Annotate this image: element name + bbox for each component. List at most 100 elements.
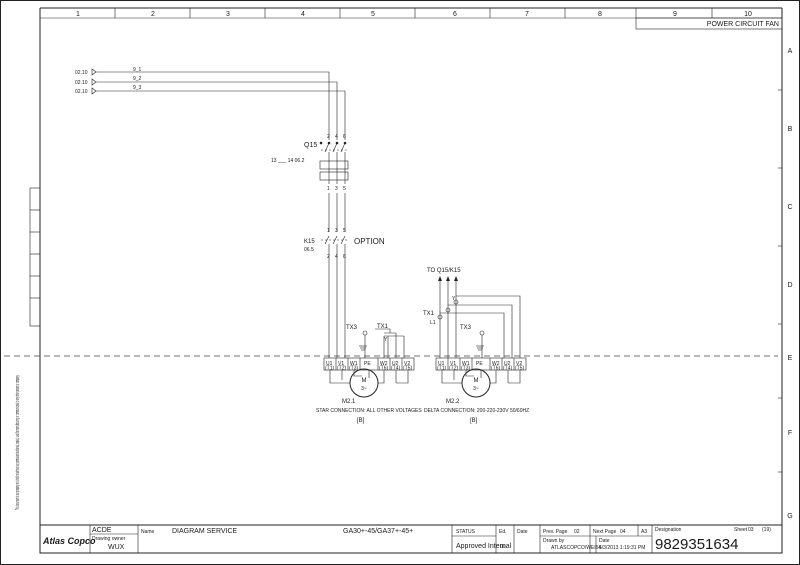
m1-term-pe: PE [364, 361, 371, 367]
m1-sub-t3: (T3) [349, 366, 359, 372]
col-label-3: 3 [226, 11, 230, 18]
tb-ed-label: Ed. [499, 529, 507, 535]
m2-sub-t1: (T1) [437, 366, 447, 372]
m1-tx1-y: Y [384, 337, 388, 343]
tb-prev: 02 [574, 529, 580, 535]
k15-bottom-3: 6 [343, 254, 346, 260]
m1-sub-t4: (T4) [391, 366, 401, 372]
m2-term-w1: W1 [462, 361, 470, 367]
row-label-a: A [788, 48, 793, 55]
m2-sub-t3: (T3) [461, 366, 471, 372]
q15-top-2: 4 [335, 134, 338, 140]
ref-line-1: 02.10 [75, 70, 88, 76]
tb-status: Approved Internal [456, 543, 512, 550]
arrow-tag-1 [91, 68, 97, 76]
m1-sub-t2: (T2) [337, 366, 347, 372]
incoming-wires: 02.10 02.10 02.10 9_1 9_2 9_3 [75, 67, 346, 140]
tb-sheet-total: (19) [762, 527, 771, 533]
wire-label-2: 9_2 [133, 76, 142, 82]
m1-term-w1: W1 [350, 361, 358, 367]
m1-tx1: TX1 [377, 324, 389, 330]
option-label: OPTION [354, 237, 385, 246]
arrow-tag-3 [91, 87, 97, 95]
revision-grid [29, 187, 41, 327]
m2-term-w2: W2 [492, 361, 500, 367]
arrow-tag-2 [91, 78, 97, 86]
tb-date2-label: Date [599, 538, 610, 544]
col-label-8: 8 [598, 11, 602, 18]
m2-y: Y [452, 296, 456, 302]
col-label-1: 1 [76, 11, 80, 18]
tb-size: A3 [641, 529, 647, 535]
m1-sub-t6: (T6) [379, 366, 389, 372]
q15-bottom-2: 3 [335, 186, 338, 192]
m2-tx1: TX1 [423, 311, 435, 317]
ref-line-3: 02.10 [75, 89, 88, 95]
tb-sheet: 03 [748, 527, 754, 533]
tb-next: 04 [620, 529, 626, 535]
q15-top-3: 6 [343, 134, 346, 140]
row-label-g: G [787, 513, 792, 520]
confidentiality-note: This document is our property and shall … [15, 375, 21, 510]
q15-thermal-box-bottom [319, 171, 349, 181]
col-label-7: 7 [525, 11, 529, 18]
m1-term-w2: W2 [380, 361, 388, 367]
m1-tag: M2.1 [342, 399, 356, 405]
m1-sub-t5: (T5) [403, 366, 413, 372]
q15-bottom-1: 1 [327, 186, 330, 192]
m1-motor-phase: 3~ [361, 386, 367, 392]
m2-tx3: TX3 [460, 325, 472, 331]
col-label-10: 10 [744, 11, 752, 18]
breaker-q15: Q15 2 4 6 1 3 5 13 ___ 14 06.2 [271, 134, 349, 192]
wire-l3 [96, 90, 346, 140]
tb-model: GA30+-45/GA37+-45+ [343, 528, 413, 535]
m2-motor-m: M [474, 378, 479, 384]
m2-term-v2: V2 [516, 361, 522, 367]
tb-date-label: Date [517, 529, 528, 535]
m1-ref: [B] [357, 418, 365, 424]
k15-tag: K15 [304, 239, 315, 245]
q15-thermal-box-top [319, 160, 349, 170]
m2-l1: L1 [430, 320, 436, 326]
m2-term-u1: U1 [438, 361, 445, 367]
tb-next-label: Next Page [593, 529, 617, 535]
q15-aux-contact: 13 ___ 14 06.2 [271, 158, 305, 164]
k15-top-2: 3 [335, 228, 338, 234]
wire-l2 [96, 81, 338, 140]
m2-term-v1: V1 [450, 361, 456, 367]
column-dividers [114, 8, 713, 18]
m2-sub-t6: (T6) [491, 366, 501, 372]
title-block: Atlas Copco ACDE Drawing owner WUX Name … [39, 524, 783, 554]
m1-caption: STAR CONNECTION: ALL OTHER VOLTAGES [316, 408, 422, 414]
row-label-e: E [788, 355, 793, 362]
tb-name: DIAGRAM SERVICE [172, 528, 238, 535]
m2-caption: DELTA CONNECTION: 200-220-230V 50/60HZ [424, 408, 529, 414]
tb-drawn-label: Drawn by [543, 538, 565, 544]
m2-motor-phase: 3~ [473, 386, 479, 392]
m1-tx3: TX3 [346, 325, 358, 331]
m2-ref: [B] [470, 418, 478, 424]
k15-top-3: 5 [343, 228, 346, 234]
tb-owner: WUX [108, 544, 125, 551]
m2-sub-t2: (T2) [449, 366, 459, 372]
m2-term-pe: PE [476, 361, 483, 367]
tb-ed: 00 [500, 544, 506, 550]
k15-ref: 06.5 [304, 247, 314, 253]
q15-contact-dot-1 [319, 141, 323, 145]
row-label-d: D [787, 282, 792, 289]
m2-sub-t5: (T5) [515, 366, 525, 372]
col-label-2: 2 [151, 11, 155, 18]
col-label-5: 5 [371, 11, 375, 18]
motor-m2-2: TO Q15/K15 TX1 L1 Y TX3 U1 V1 W1 PE W2 U… [423, 268, 529, 424]
m2-term-u2: U2 [504, 361, 511, 367]
m2-to-label: TO Q15/K15 [427, 268, 461, 274]
tb-drawn: ATLASCOPCO\WEI54 [551, 545, 601, 551]
m1-motor-circle [349, 368, 379, 398]
col-label-6: 6 [453, 11, 457, 18]
q15-bottom-3: 5 [343, 186, 346, 192]
atlas-copco-logo: Atlas Copco [42, 536, 96, 546]
tb-designation-label: Designation [655, 527, 682, 533]
m2-tag: M2.2 [446, 399, 460, 405]
wire-l1 [96, 71, 330, 140]
